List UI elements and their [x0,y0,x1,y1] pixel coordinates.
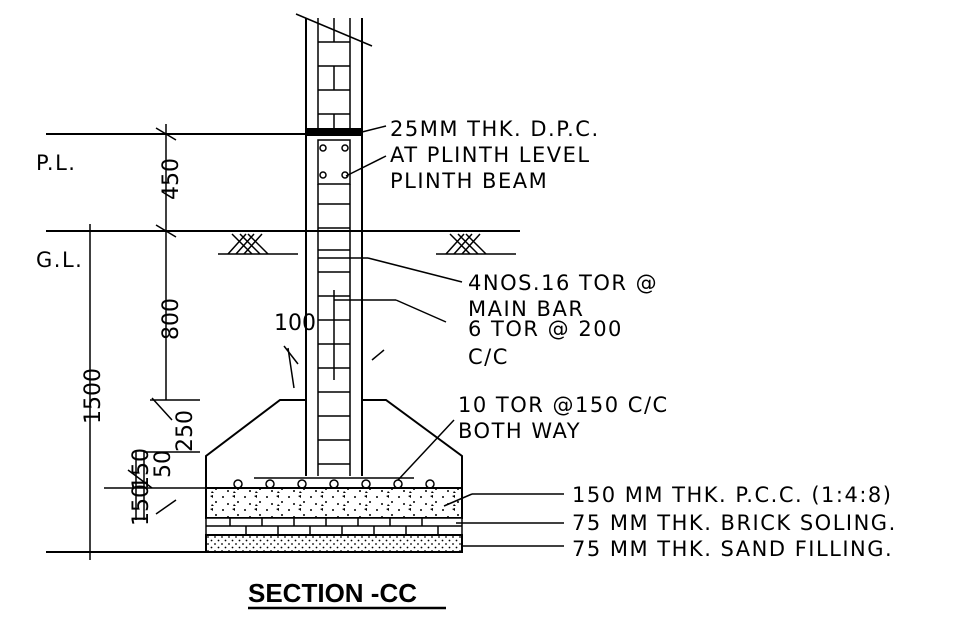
pcc-layer [205,487,463,519]
drawing-title: SECTION -CC [248,578,417,608]
dim-50: 50 [151,450,176,478]
callout-main-bar-line2: MAIN BAR [468,297,584,321]
callout-footing-bar-line2: BOTH WAY [458,419,581,443]
dim-150-upper: 150 [129,448,154,490]
dim-800: 800 [159,298,184,340]
callout-plinth-level: AT PLINTH LEVEL [390,143,591,167]
leader-lines [318,125,564,547]
callout-pcc: 150 MM THK. P.C.C. (1:4:8) [572,483,892,507]
dim-150-lower: 150 [129,484,154,526]
callout-brick-soling: 75 MM THK. BRICK SOLING. [572,511,897,535]
dpc-layer [306,128,362,136]
brick-soling-layer [205,517,463,536]
callout-tie-line1: 6 TOR @ 200 [468,317,623,341]
earth-hatch-left [218,233,298,255]
callout-sand-filling: 75 MM THK. SAND FILLING. [572,537,893,561]
dim-1500: 1500 [81,368,106,424]
callout-main-bar-line1: 4NOS.16 TOR @ [468,271,658,295]
rcc-column [305,134,363,476]
dim-100: 100 [274,311,316,336]
brick-wall [295,13,373,134]
sand-filling-layer [205,534,463,553]
callout-dpc: 25MM THK. D.P.C. [390,117,600,141]
dim-250: 250 [173,410,198,452]
plinth-beam [317,139,351,185]
callout-footing-bar-line1: 10 TOR @150 C/C [458,393,669,417]
callout-tie-line2: C/C [468,345,509,369]
dim-lines [89,124,206,560]
dim-450: 450 [159,158,184,200]
plinth-level-label: P.L. [36,151,76,175]
ground-level-label: G.L. [36,248,83,272]
callout-plinth-beam: PLINTH BEAM [390,169,548,193]
earth-hatch-right [436,233,516,255]
